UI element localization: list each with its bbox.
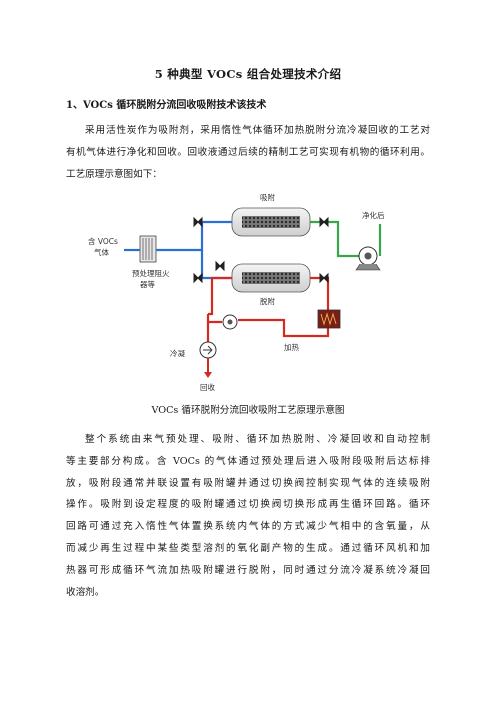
text-line: 有机气体进行净化和回收。回收液通过后续的精制工艺可实现有机物的循环利用。	[66, 146, 430, 158]
paragraph-description: 整个系统由来气预处理、吸附、循环加热脱附、冷凝回收和自动控制 等主要部分构成。含…	[66, 429, 430, 603]
paragraph-intro: 采用活性炭作为吸附剂，采用惰性气体循环加热脱附分流冷凝回收的工艺对 有机气体进行…	[66, 120, 430, 185]
adsorption-tank-lower	[231, 263, 311, 293]
text-line: 回路可通过充入惰性气体置换系统内气体的方式减少气相中的含氧量，从	[66, 521, 430, 533]
pretreatment-filter	[139, 235, 157, 263]
text-line: 工艺原理示意图如下：	[66, 168, 162, 180]
exhaust-fan-icon	[355, 246, 381, 271]
label-pretreat-2: 器等	[140, 279, 155, 289]
text-line: 收溶剂。	[66, 586, 105, 598]
process-diagram: 吸附 脱附 含 VOCs 气体 预处理阻火 器等 净化后 冷凝 加热 回收	[88, 193, 385, 392]
text-line: 热器可形成循环气流加热吸附罐进行脱附，同时通过分流冷凝系统冷凝回	[66, 564, 430, 576]
text-line: 采用活性炭作为吸附剂，采用惰性气体循环加热脱附分流冷凝回收的工艺对	[85, 125, 430, 136]
figure-caption: VOCs 循环脱附分流回收吸附工艺原理示意图	[151, 405, 345, 416]
label-recover: 回收	[200, 382, 215, 392]
label-clean: 净化后	[362, 210, 385, 220]
document-title: 5 种典型 VOCs 组合处理技术介绍	[154, 67, 342, 81]
text-line: 等主要部分构成。含 VOCs 的气体通过预处理后进入吸附段吸附后达标排	[66, 455, 430, 467]
condenser-icon	[199, 341, 217, 378]
adsorption-tank-upper	[231, 207, 311, 237]
switch-valves	[193, 216, 329, 284]
circulation-fan-icon	[222, 314, 238, 330]
label-inlet-1: 含 VOCs	[88, 236, 118, 246]
label-desorb: 脱附	[260, 296, 275, 306]
text-line: 放，吸附段通常并联设置有吸附罐并通过切换阀控制实现气体的连续吸附	[66, 477, 430, 489]
label-pretreat-1: 预处理阻火	[132, 268, 170, 278]
label-inlet-2: 气体	[94, 247, 109, 257]
text-line: 而减少再生过程中某些类型溶剂的氧化副产物的生成。通过循环风机和加	[66, 542, 430, 554]
text-line: 整个系统由来气预处理、吸附、循环加热脱附、冷凝回收和自动控制	[85, 434, 430, 445]
label-adsorb: 吸附	[260, 193, 275, 202]
heater-icon	[317, 309, 341, 329]
text-line: 操作。吸附到设定程度的吸附罐通过切换阀切换形成再生循环回路。循环	[66, 499, 430, 511]
section-heading: 1、VOCs 循环脱附分流回收吸附技术该技术	[66, 100, 267, 111]
label-heat: 加热	[284, 342, 299, 352]
label-condense: 冷凝	[170, 348, 185, 358]
